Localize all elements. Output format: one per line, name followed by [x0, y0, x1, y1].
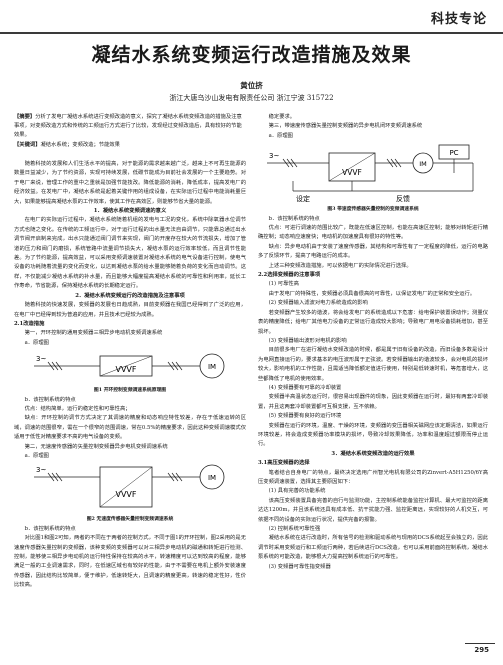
heading-3: 3．凝结水系统变频改造的运行效果 — [331, 450, 415, 457]
fig2-vvvf-label: VVVF — [115, 490, 136, 499]
fig3-motor-label: IM — [419, 160, 427, 168]
right-para-1: 稳定要求。 — [268, 114, 296, 120]
left-para-8a: a．原理图 — [24, 452, 49, 459]
fig2-caption: 图2 无速度传感器矢量控制变频调速系统 — [86, 516, 174, 523]
left-para-3: 随着科技的快速发展，变频器的发展也日趋成熟，目前变频器在我国已经得到了广泛的应用… — [14, 302, 246, 318]
fig3-pc-label: PC — [449, 149, 458, 157]
right-para-3: b．该控制系统的特点 — [268, 215, 320, 222]
right-para-5: 缺点：异步电动机由于安装了速度传感器，其结构和可靠性有了一定程度的降低，运行的电… — [258, 243, 488, 260]
right-para-6: 上述三种变频改造措施，可以依据电厂的实际情况进行选择。 — [268, 262, 412, 269]
left-para-4a: a．原理图 — [24, 339, 49, 346]
page-header — [0, 0, 503, 40]
heading-2: 2．凝结水系统变频运行的改造措施及注意事项 — [75, 292, 185, 299]
right-para-13: (4) 变频器要有可靠的冷却装置 — [268, 384, 342, 391]
heading-2-2: 2.2选择变频器的注意事项 — [258, 272, 321, 279]
heading-1: 1．凝结水系统变频调速的意义 — [93, 208, 167, 215]
right-para-22: (3) 变频器可靠性指变频器 — [268, 563, 331, 570]
header-rule — [0, 32, 503, 34]
keywords-label: 【关键词】 — [14, 141, 41, 148]
right-para-15: (5) 变频器要有良好的运行环境 — [268, 413, 342, 420]
right-para-18: (1) 具有完善的功能系统 — [268, 488, 326, 495]
keywords: 凝结水系统；变频改造；节能效果 — [40, 141, 120, 148]
right-para-19: 该高压变频装置具备完善的自行与监测功能，主控制系统能备监控计算机、最大可监控的距… — [258, 497, 488, 523]
right-para-4: 优点：可进行调速的范围比较广，既能在低速区控制，也能在高速区控制；能够对转矩进行… — [258, 225, 488, 241]
fig3-setpoint-label: 设定 — [296, 194, 310, 203]
right-para-8: 由于发电厂的特殊性，变频器必须具备很高的可靠性，以保证发电厂的正常和安全运行。 — [268, 290, 476, 297]
left-para-6: 优点：结构简单，运行的稳定性和可靠性高； — [24, 405, 131, 412]
right-para-14: 变频器半高温状态运行时，很容易出现器件的现象，因此变频器在运行时，最好有两套冷却… — [258, 394, 488, 410]
fig3-phase-label: 3~ — [269, 152, 279, 160]
abstract-text: 分析了发电厂凝结水系统进行变频改造的意义，探究了凝结水系统变频改造的措施及注意事… — [14, 114, 242, 139]
left-para-9: b．该控制系统的特点 — [24, 525, 76, 532]
right-para-2a: a．原理图 — [268, 132, 293, 139]
right-para-16: 变频器在运行的环境，温度、干燥的环境，变频器的变压器相关磁网应该定期清洁，如果运… — [258, 422, 488, 448]
left-para-7: 缺点：开环控制的调节方式决定了其调速的精度和动态响应特性较差，存在于低速运转的区… — [14, 415, 246, 441]
paper-title: 凝结水系统变频运行改造措施及效果 — [91, 44, 412, 66]
fig3-caption: 图3 带速度传感器矢量控制的变频调速系统 — [327, 206, 419, 213]
abstract-label: 【摘要】 — [14, 114, 36, 120]
left-column: 随着科技的发展和人们生活水平的提高，对于能源的需求越来越广泛，越来上不可再生能源… — [14, 160, 246, 591]
fig1-caption: 图1 开环控制变频调速系统原理图 — [93, 387, 167, 394]
left-para-5: b．该控制系统的特点 — [24, 396, 76, 403]
left-para-2: 在电厂的实际运行过程中，凝结水系统随着机组的发电与工况的变化，系统中除氧器水位调… — [14, 217, 246, 290]
right-para-20: (2) 控制系统可靠性强 — [268, 526, 321, 533]
figure-3-diagram: PC 3~ VVVF IM 设定 反馈 — [267, 144, 474, 203]
fig1-phase-label: 3~ — [36, 355, 46, 363]
right-para-11: (3) 变频器输出波形对电机的影响 — [268, 337, 347, 344]
page-number: 295 — [474, 646, 489, 654]
right-para-12: 目前很多电厂在进行凝结水变频改造的时候，都是属于旧有设备的改造，而旧设备多数是设… — [258, 347, 488, 382]
fig3-vvvf-label: VVVF — [342, 168, 362, 177]
left-para-1: 随着科技的发展和人们生活水平的提高，对于能源的需求越来越广泛，越来上不可再生能源… — [14, 161, 246, 205]
left-para-8: 第二，无速度传感器的矢量控制变频器异步电机变频调速系统 — [24, 443, 168, 450]
right-column: 稳定要求。 第三，带速度传感器矢量控制变频器的异步电机闭环变频调速系统 a．原理… — [258, 113, 488, 572]
fig2-motor-label: IM — [208, 474, 216, 482]
section-tag: 科技专论 — [430, 12, 487, 27]
figure-2-diagram: 3~ VVVF IM — [34, 464, 225, 508]
right-para-21: 凝结水系统在进行改造时，所有信号的检测和驱动系统与现用的DCS系统起至会独立的，… — [258, 535, 488, 561]
right-para-17: 笔者结合自身电厂的特点，最终决定选用广州智光电机有限公司的Zinvert-A5H… — [258, 469, 488, 485]
fig2-phase-label: 3~ — [36, 466, 46, 474]
heading-2-1: 2.1改造措施 — [14, 320, 45, 327]
left-para-10: 对比图1和图2可知，两者的不同在于两者的控制方式，不同于图1的开环控制，图2采用… — [14, 535, 246, 589]
figure-1-diagram: 3~ VVVF IM — [34, 353, 225, 379]
fig1-motor-label: IM — [208, 363, 216, 371]
abstract: 【摘要】分析了发电厂凝结水系统进行变频改造的意义，探究了凝结水系统变频改造的措施… — [14, 113, 246, 150]
right-para-2: 第三，带速度传感器矢量控制变频器的异步电机闭环变频调速系统 — [268, 123, 423, 130]
page-number-box — [465, 643, 495, 657]
right-para-9: (2) 变频器输入滤波对电力系统造成的影响 — [268, 300, 368, 307]
author: 黄位挤 — [240, 81, 263, 90]
fig1-vvvf-label: VVVF — [115, 365, 136, 374]
fig3-feedback-label: 反馈 — [396, 194, 410, 203]
heading-3-1: 3.1高压变频器的选择 — [258, 460, 310, 467]
affiliation: 浙江大唐乌沙山发电有限责任公司 浙江宁波 315722 — [169, 94, 334, 102]
left-para-4: 第一，开环控制的通用变频器三相异步电动机变频调速系统 — [24, 330, 163, 337]
right-para-7: (1) 可靠性高 — [268, 281, 299, 288]
right-para-10: 若变频器产生较多的谐波，将会给发电厂的系统造成以下危害：给电保护装置误动作；测量… — [258, 309, 488, 335]
